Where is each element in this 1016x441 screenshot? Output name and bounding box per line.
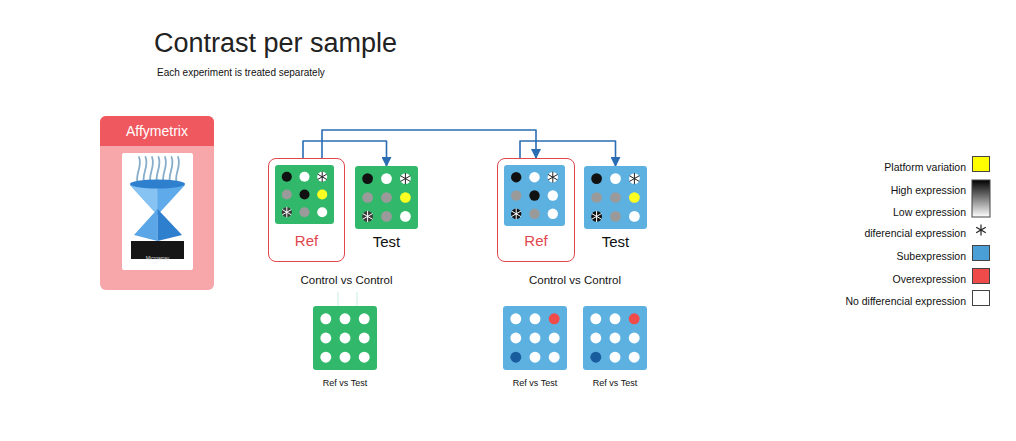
- expression-grid: [583, 306, 647, 370]
- sample-label: Ref vs Test: [323, 378, 367, 389]
- platform-card: Affymetrix: [100, 116, 214, 290]
- comparison-label: Control vs Control: [300, 273, 392, 287]
- reference-box: Ref: [268, 158, 345, 262]
- expression-grid: [504, 165, 565, 226]
- comparison-label: Control vs Control: [529, 273, 621, 287]
- expression-grid: [275, 165, 334, 224]
- expression-grid: [584, 166, 647, 229]
- flow-arrow: [520, 141, 616, 166]
- microarray-illustration: [122, 153, 193, 270]
- legend-label: Low expression: [893, 205, 966, 219]
- asterisk-symbol: [976, 225, 986, 236]
- legend-label: High expression: [891, 183, 966, 197]
- legend-label: Subexpression: [897, 249, 966, 263]
- legend-label: Overexpression: [892, 272, 966, 286]
- expression-grid-box: Ref vs Test: [583, 306, 647, 389]
- reference-box: Ref: [497, 158, 575, 262]
- sample-label: Ref: [524, 232, 547, 249]
- legend-label: diferencial expression: [864, 226, 966, 240]
- platform-name: Affymetrix: [100, 116, 214, 146]
- sample-label: Test: [373, 233, 401, 250]
- sample-label: Test: [602, 233, 630, 250]
- legend-swatch: [972, 268, 990, 284]
- legend-label: No differencial expression: [845, 294, 966, 308]
- diagram-title: Contrast per sample: [154, 27, 397, 59]
- expression-grid-box: Ref vs Test: [503, 306, 567, 389]
- device-label: Microarray: [146, 254, 170, 262]
- legend-swatch: [972, 245, 990, 261]
- link-line: [337, 292, 339, 306]
- expression-grid: [313, 306, 377, 370]
- expression-grid-box: Test: [355, 166, 418, 250]
- gradient-swatch: [972, 180, 990, 217]
- sample-label: Ref vs Test: [593, 378, 637, 389]
- legend-label: Platform variation: [884, 160, 966, 174]
- experiment-panel: Control vs Control Ref TestRef vs Test Ref …: [483, 115, 667, 403]
- sample-label: Ref: [295, 232, 318, 249]
- expression-grid-box: Ref vs Test: [313, 306, 377, 389]
- legend-swatch: [972, 156, 990, 172]
- legend-swatch: [972, 290, 990, 306]
- expression-grid: [503, 306, 567, 370]
- flow-arrow: [322, 130, 536, 158]
- expression-grid-box: Test: [584, 166, 647, 250]
- flow-arrow: [303, 141, 387, 166]
- link-line: [356, 292, 358, 306]
- subtitle: Each experiment is treated separately: [157, 66, 325, 79]
- expression-grid: [355, 166, 418, 229]
- experiment-panel: Control vs Control Ref TestRef vs Test: [255, 115, 438, 403]
- sample-label: Ref vs Test: [513, 378, 557, 389]
